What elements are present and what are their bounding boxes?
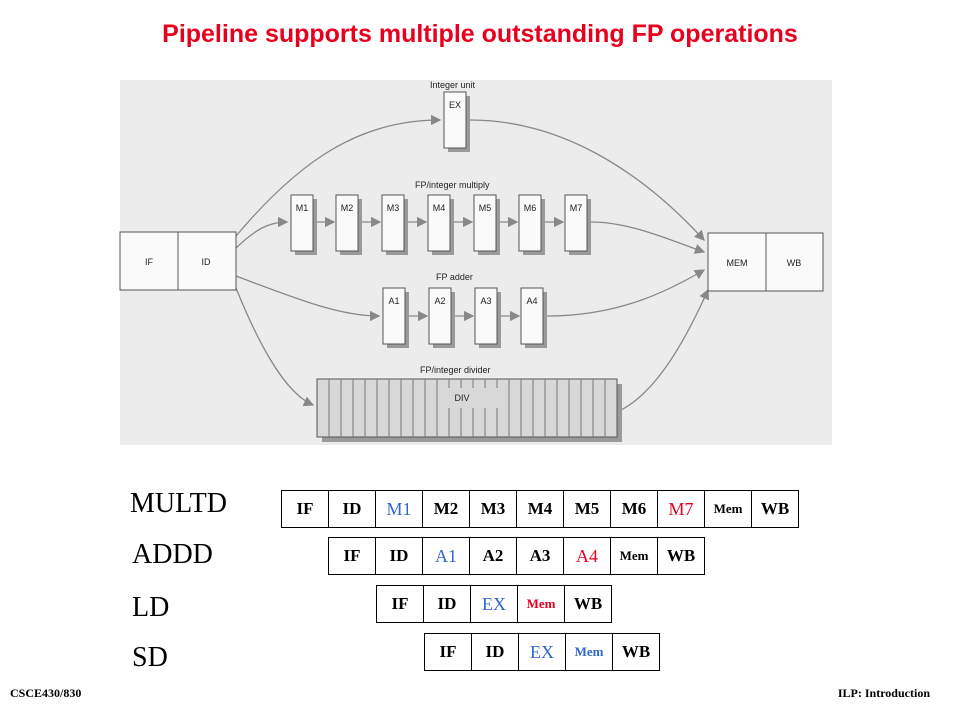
stage-cell-wb: WB — [612, 633, 660, 671]
stage-cell-m1: M1 — [375, 490, 423, 528]
stage-cell-m3: M3 — [469, 490, 517, 528]
stage-m6 — [518, 194, 542, 252]
stage-mem-label: MEM — [727, 258, 748, 268]
stage-cell-id: ID — [328, 490, 376, 528]
arrow-to-div — [235, 287, 315, 407]
arrow-to-a1 — [235, 275, 381, 322]
adder-unit-label: FP adder — [436, 272, 473, 282]
stage-cell-a4: A4 — [563, 537, 611, 575]
stage-cell-mem: Mem — [517, 585, 565, 623]
stage-a1-label: A1 — [388, 296, 399, 306]
stage-a4 — [520, 287, 544, 345]
stage-cell-if: IF — [281, 490, 329, 528]
arrow-a4-to-mem — [546, 269, 706, 317]
stage-cell-if: IF — [328, 537, 376, 575]
stage-ex — [443, 91, 467, 149]
stage-cell-id: ID — [471, 633, 519, 671]
arrow-to-m1 — [235, 216, 289, 249]
stage-cell-mem: Mem — [610, 537, 658, 575]
stage-m4-label: M4 — [433, 203, 446, 213]
stage-m1-label: M1 — [296, 203, 309, 213]
stage-m2-label: M2 — [341, 203, 354, 213]
stage-cell-wb: WB — [751, 490, 799, 528]
stage-ex-label: EX — [449, 100, 461, 110]
stage-cell-mem: Mem — [565, 633, 613, 671]
footer-topic: ILP: Introduction — [837, 686, 930, 700]
stage-cell-m7: M7 — [657, 490, 705, 528]
stage-m3 — [381, 194, 405, 252]
stage-m2 — [335, 194, 359, 252]
divider-unit-label: FP/integer divider — [420, 365, 491, 375]
stage-cell-m6: M6 — [610, 490, 658, 528]
stage-id-label: ID — [202, 257, 212, 267]
stage-cell-id: ID — [375, 537, 423, 575]
stage-m6-label: M6 — [524, 203, 537, 213]
instruction-label-multd: MULTD — [130, 488, 227, 519]
instruction-label-addd: ADDD — [132, 539, 213, 570]
stage-cell-a1: A1 — [422, 537, 470, 575]
stage-cell-m5: M5 — [563, 490, 611, 528]
stage-m3-label: M3 — [387, 203, 400, 213]
stage-a4-label: A4 — [526, 296, 537, 306]
stage-cell-m2: M2 — [422, 490, 470, 528]
arrow-to-ex — [235, 114, 442, 237]
stage-a2 — [428, 287, 452, 345]
stage-cell-mem: Mem — [704, 490, 752, 528]
stage-cell-ex: EX — [518, 633, 566, 671]
arrow-div-to-mem — [620, 288, 710, 411]
stage-cell-a3: A3 — [516, 537, 564, 575]
instruction-label-ld: LD — [132, 592, 170, 623]
stage-m5-label: M5 — [479, 203, 492, 213]
slide-title: Pipeline supports multiple outstanding F… — [162, 20, 798, 48]
stage-a1 — [382, 287, 406, 345]
stage-m7 — [564, 194, 588, 252]
stage-cell-if: IF — [424, 633, 472, 671]
stage-cell-m4: M4 — [516, 490, 564, 528]
stage-cell-if: IF — [376, 585, 424, 623]
stage-m7-label: M7 — [570, 203, 583, 213]
multiply-unit-label: FP/integer multiply — [415, 180, 490, 190]
stage-div-label: DIV — [454, 393, 469, 403]
arrow-m7-to-mem — [590, 221, 706, 254]
stage-cell-wb: WB — [564, 585, 612, 623]
stage-m4 — [427, 194, 451, 252]
stage-cell-id: ID — [423, 585, 471, 623]
stage-m5 — [473, 194, 497, 252]
stage-a3-label: A3 — [480, 296, 491, 306]
stage-cell-wb: WB — [657, 537, 705, 575]
stage-cell-a2: A2 — [469, 537, 517, 575]
stage-a2-label: A2 — [434, 296, 445, 306]
integer-unit-label: Integer unit — [430, 80, 476, 90]
stage-if-label: IF — [145, 257, 154, 267]
instruction-label-sd: SD — [132, 642, 168, 673]
stage-cell-ex: EX — [470, 585, 518, 623]
footer-course: CSCE430/830 — [10, 686, 82, 700]
stage-wb-label: WB — [787, 258, 802, 268]
arrow-ex-to-mem — [469, 119, 705, 241]
stage-a3 — [474, 287, 498, 345]
stage-m1 — [290, 194, 314, 252]
